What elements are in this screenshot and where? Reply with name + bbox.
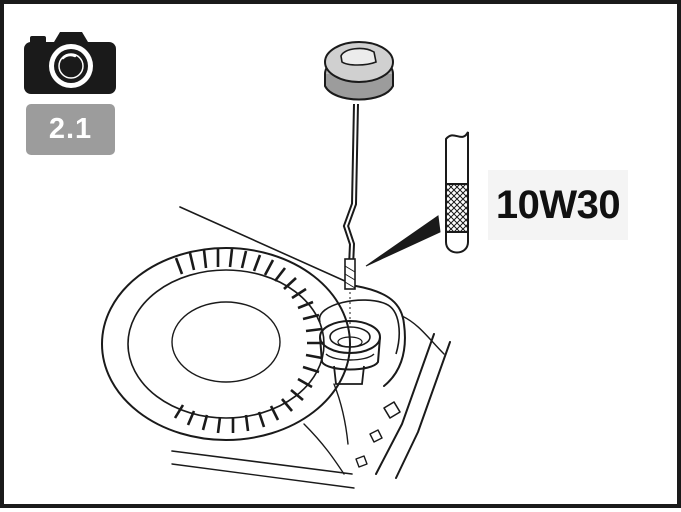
step-number-badge: 2.1 bbox=[26, 104, 115, 155]
oil-filler-neck bbox=[318, 299, 400, 385]
camera-icon bbox=[24, 32, 116, 94]
step-number: 2.1 bbox=[48, 113, 93, 145]
cooling-fan bbox=[101, 247, 351, 441]
oil-grade-label: 10W30 bbox=[488, 170, 628, 240]
oil-grade-text: 10W30 bbox=[495, 182, 621, 227]
engine-illustration bbox=[101, 41, 469, 489]
dipstick-detail bbox=[445, 131, 469, 254]
dipstick-icon bbox=[324, 41, 394, 324]
callout-pointer bbox=[365, 215, 441, 267]
